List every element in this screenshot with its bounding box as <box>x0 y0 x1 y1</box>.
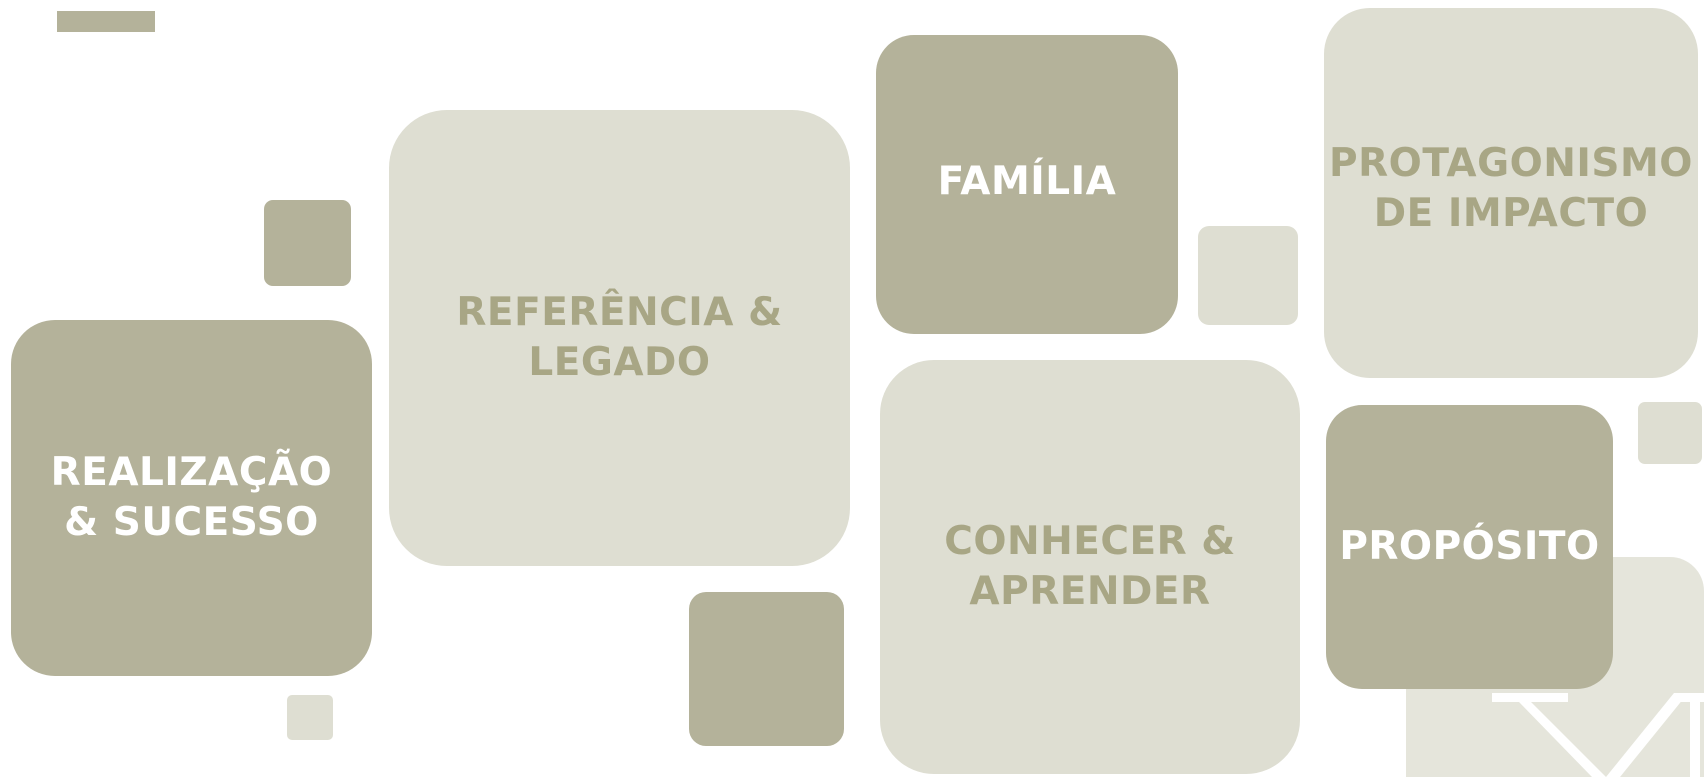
tile-proposito: PROPÓSITO <box>1326 405 1613 689</box>
deco-square <box>1198 226 1298 325</box>
tile-label: REFERÊNCIA & LEGADO <box>456 290 783 385</box>
deco-square <box>689 592 844 746</box>
tile-label: PROPÓSITO <box>1339 524 1600 569</box>
brand-logo-watermark <box>1406 557 1704 777</box>
accent-bar <box>57 11 155 32</box>
tile-realizacao-sucesso: REALIZAÇÃO & SUCESSO <box>11 320 372 676</box>
tile-label: FAMÍLIA <box>937 158 1117 204</box>
deco-square <box>264 200 351 286</box>
tile-label: PROTAGONISMO DE IMPACTO <box>1329 141 1693 236</box>
tile-conhecer-aprender: CONHECER & APRENDER <box>880 360 1300 774</box>
tile-label: REALIZAÇÃO & SUCESSO <box>50 450 333 545</box>
tile-referencia-legado: REFERÊNCIA & LEGADO <box>389 110 850 566</box>
deco-square <box>1638 402 1702 464</box>
tile-label: CONHECER & APRENDER <box>944 519 1236 614</box>
tile-protagonismo-impacto: PROTAGONISMO DE IMPACTO <box>1324 8 1698 378</box>
tile-familia: FAMÍLIA <box>876 35 1178 334</box>
deco-square <box>287 695 333 740</box>
